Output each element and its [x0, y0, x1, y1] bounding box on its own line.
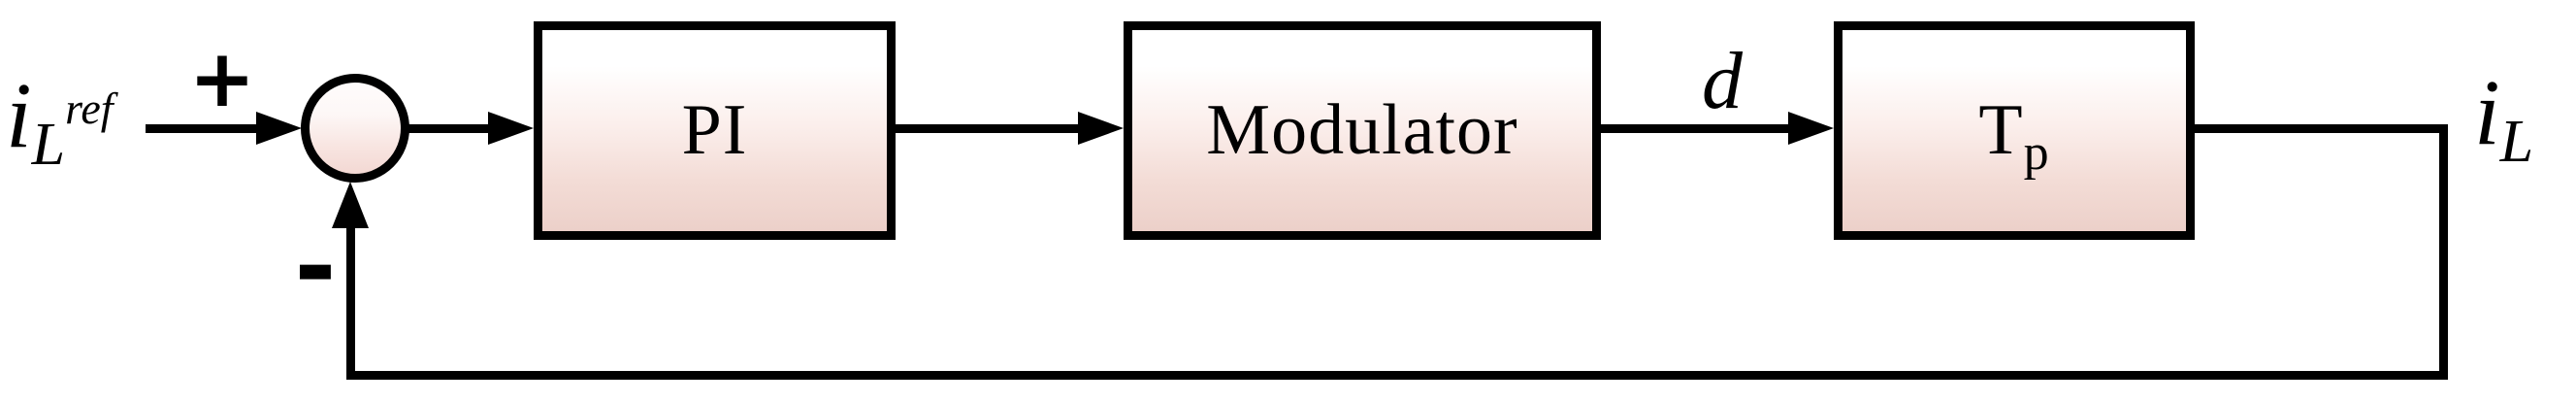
block-pi: PI	[534, 21, 896, 240]
arrowhead-into-plant-icon	[1788, 112, 1834, 145]
sum-to-pi-wire	[408, 124, 493, 133]
arrowhead-into-sum-icon	[256, 112, 302, 145]
duty-cycle-label: d	[1702, 36, 1743, 126]
input-label-subscript: L	[31, 112, 66, 178]
plus-sign: +	[188, 32, 256, 125]
feedback-left-vertical-wire	[346, 221, 355, 380]
summing-junction-icon	[301, 74, 409, 183]
block-plant-label-subscript: p	[2023, 125, 2050, 181]
output-current-label: iL	[2474, 64, 2533, 190]
plant-output-wire	[2195, 124, 2448, 133]
minus-sign: -	[294, 207, 337, 325]
block-pi-label: PI	[681, 90, 748, 170]
output-label-base: i	[2474, 60, 2500, 164]
modulator-to-plant-wire	[1601, 124, 1792, 133]
feedback-right-vertical-wire	[2439, 124, 2448, 380]
input-reference-label: iLref	[6, 60, 114, 193]
pi-to-modulator-wire	[896, 124, 1083, 133]
block-modulator-label: Modulator	[1206, 90, 1518, 170]
input-label-superscript: ref	[65, 84, 114, 133]
arrowhead-into-modulator-icon	[1078, 112, 1124, 145]
input-label-base: i	[6, 63, 32, 167]
output-label-subscript: L	[2499, 109, 2534, 175]
feedback-bottom-wire	[346, 371, 2448, 380]
block-modulator: Modulator	[1124, 21, 1601, 240]
input-wire	[146, 124, 264, 133]
arrowhead-into-pi-icon	[488, 112, 534, 145]
block-plant-tp: Tp	[1834, 21, 2195, 240]
block-plant-label-base: T	[1978, 90, 2024, 170]
arrowhead-feedback-into-sum-icon	[332, 182, 369, 228]
block-plant-label: Tp	[1978, 89, 2049, 179]
